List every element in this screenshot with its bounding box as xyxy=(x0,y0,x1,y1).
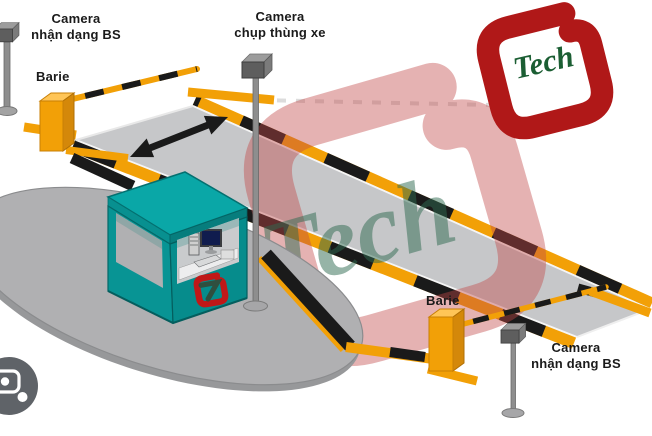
pc-tower-vents xyxy=(190,236,198,246)
label-line: nhận dạng BS xyxy=(531,356,621,371)
cargo-camera-pole xyxy=(252,77,259,306)
right-approach-black xyxy=(261,249,355,351)
label-barrier-bottom: Barie xyxy=(426,293,460,309)
booth-left-window xyxy=(116,213,163,288)
pc-tower xyxy=(188,232,200,256)
label-line: Camera xyxy=(255,9,305,24)
entry-barrier-arm-stripes xyxy=(55,66,198,106)
label-camera-anpr-bottom: Camera nhận dạng BS xyxy=(514,340,638,372)
entry-camera-base xyxy=(0,106,18,116)
cargo-camera xyxy=(241,53,273,312)
brand-logo-text: Tech xyxy=(510,38,577,86)
booth-logo xyxy=(196,275,226,305)
right-approach-orange xyxy=(256,255,346,353)
label-line: nhận dạng BS xyxy=(31,27,121,42)
approach-curbs xyxy=(65,146,456,367)
label-camera-anpr-top: Camera nhận dạng BS xyxy=(14,11,138,43)
label-line: Camera xyxy=(551,340,601,355)
monitor xyxy=(200,229,222,247)
exit-barrier-post xyxy=(428,316,454,372)
booth-interior xyxy=(177,218,239,281)
monitor-base xyxy=(205,250,217,254)
label-camera-cargo: Camera chụp thùng xe xyxy=(213,9,347,41)
cargo-camera-base xyxy=(243,300,268,312)
entry-edge-line xyxy=(75,105,194,141)
booth-left-window-top xyxy=(116,213,162,249)
exit-edge-line xyxy=(576,308,651,338)
label-barrier-top: Barie xyxy=(36,69,70,85)
label-line: Barie xyxy=(426,293,460,308)
booth-base-edge xyxy=(107,290,248,325)
cargo-camera-head xyxy=(241,53,273,79)
label-line: Barie xyxy=(36,69,70,84)
printer xyxy=(220,249,235,260)
entry-camera-pole xyxy=(3,41,11,111)
monitor-stand xyxy=(209,246,213,251)
label-line: chụp thùng xe xyxy=(234,25,326,40)
entry-anpr-camera xyxy=(0,22,20,116)
entry-barrier-post-side xyxy=(62,92,75,152)
exit-anpr-camera xyxy=(500,323,527,418)
label-line: Camera xyxy=(51,11,101,26)
guard-booth xyxy=(106,171,249,325)
brand-logo: Tech xyxy=(483,9,607,133)
exit-barrier xyxy=(426,284,609,386)
left-approach-orange xyxy=(65,146,129,162)
booth-logo-mark xyxy=(198,278,223,302)
exit-barrier-arm-stripes xyxy=(447,284,607,331)
wing-plate-top xyxy=(187,87,275,105)
entry-barrier-post xyxy=(39,100,64,152)
left-approach-black xyxy=(69,153,136,191)
exit-camera-base xyxy=(501,408,525,418)
entry-barrier xyxy=(38,66,200,152)
two-way-arrow xyxy=(130,115,228,158)
google-lens-button[interactable] xyxy=(0,357,38,415)
wing-plate-right xyxy=(588,286,652,318)
exit-barrier-post-side xyxy=(452,308,465,372)
camera-lens-icon xyxy=(0,369,28,402)
right-approach-dash xyxy=(389,347,426,362)
